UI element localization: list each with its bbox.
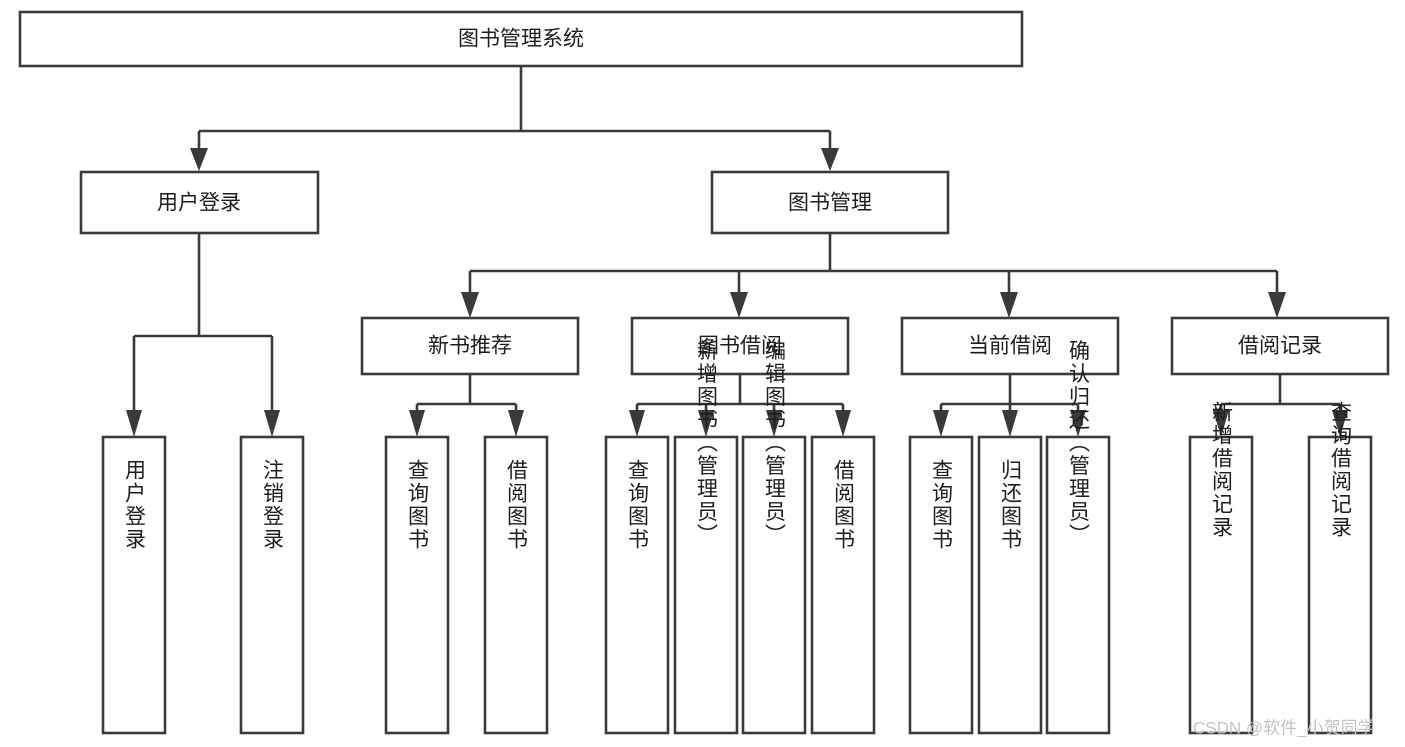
leaf-borrow-book-2-box[interactable] <box>810 435 876 735</box>
arrow-to-book-manage <box>821 148 839 171</box>
leaf-borrow-book-1[interactable]: 借阅图书 <box>483 435 549 735</box>
leaf-user-login-box[interactable] <box>101 435 167 735</box>
new-book-recommend-label: 新书推荐 <box>428 335 512 358</box>
leaf-confirm-return-label: 确认归还（管理员） <box>1067 340 1091 547</box>
leaf-logout[interactable]: 注销登录 <box>239 435 305 735</box>
arrow-to-leaf-query-book-3 <box>933 410 949 437</box>
leaf-query-book-3-box[interactable] <box>908 435 974 735</box>
leaf-confirm-return[interactable]: 确认归还（管理员） <box>1045 340 1111 735</box>
new-book-recommend-box[interactable] <box>360 316 580 376</box>
arrow-to-book-borrow <box>730 292 748 318</box>
arrow-to-leaf-query-book-2 <box>629 410 645 437</box>
root-label: 图书管理系统 <box>458 28 584 51</box>
connector-root-to-level1 <box>190 66 839 171</box>
leaf-query-book-2-label: 查询图书 <box>626 459 650 551</box>
arrow-to-leaf-add-book <box>698 410 714 437</box>
connector-book-borrow-to-leaves <box>629 374 851 437</box>
arrow-to-leaf-return-book <box>1002 410 1018 437</box>
arrow-to-new-book-recommend <box>461 292 479 318</box>
arrow-to-current-borrow <box>1000 292 1018 318</box>
book-borrow-box[interactable] <box>630 316 850 376</box>
leaf-return-book-box[interactable] <box>977 435 1043 735</box>
arrow-to-leaf-logout <box>264 410 280 437</box>
leaf-query-record-box[interactable] <box>1307 435 1373 735</box>
current-borrow-box[interactable] <box>900 316 1120 376</box>
leaf-edit-book-box[interactable] <box>741 435 807 735</box>
leaf-user-login[interactable]: 用户登录 <box>101 435 167 735</box>
arrow-to-leaf-user-login <box>126 410 142 437</box>
arrow-to-leaf-borrow-book-2 <box>835 410 851 437</box>
connector-book-manage-to-level2 <box>461 233 1286 318</box>
arrow-to-user-login <box>190 148 208 171</box>
arrow-to-leaf-add-record <box>1213 410 1229 437</box>
leaf-return-book-label: 归还图书 <box>999 459 1023 551</box>
borrow-record-box[interactable] <box>1170 316 1390 376</box>
node-book-manage[interactable]: 图书管理 <box>710 170 950 235</box>
leaf-query-record-label: 查询借阅记录 <box>1329 401 1353 539</box>
leaf-add-record-box[interactable] <box>1188 435 1254 735</box>
connector-borrow-record-to-leaves <box>1213 374 1348 437</box>
connector-current-borrow-to-leaves <box>933 374 1086 437</box>
book-manage-box[interactable] <box>710 170 950 235</box>
node-borrow-record[interactable]: 借阅记录 <box>1170 316 1390 376</box>
leaf-query-book-1-box[interactable] <box>384 435 450 735</box>
leaf-query-record[interactable]: 查询借阅记录 <box>1307 401 1373 735</box>
leaf-borrow-book-1-label: 借阅图书 <box>505 459 529 551</box>
leaf-borrow-book-2-label: 借阅图书 <box>832 459 856 551</box>
root-box[interactable] <box>18 10 1024 68</box>
connector-user-login-to-leaves <box>126 233 280 437</box>
arrow-to-leaf-query-book-1 <box>409 410 425 437</box>
csdn-watermark: CSDN @软件_小贺同学 <box>1193 718 1375 737</box>
leaf-add-record[interactable]: 新增借阅记录 <box>1188 401 1254 735</box>
arrow-to-leaf-query-record <box>1332 410 1348 437</box>
arrow-to-leaf-borrow-book-1 <box>508 410 524 437</box>
leaf-borrow-book-1-box[interactable] <box>483 435 549 735</box>
node-user-login[interactable]: 用户登录 <box>79 170 320 235</box>
leaf-confirm-return-box[interactable] <box>1045 435 1111 735</box>
arrow-to-leaf-edit-book <box>766 410 782 437</box>
node-new-book-recommend[interactable]: 新书推荐 <box>360 316 580 376</box>
arrow-to-leaf-confirm-return <box>1070 410 1086 437</box>
leaf-edit-book-label: 编辑图书（管理员） <box>763 340 787 547</box>
leaf-add-book[interactable]: 新增图书（管理员） <box>673 340 739 735</box>
borrow-record-label: 借阅记录 <box>1238 335 1322 358</box>
user-login-label: 用户登录 <box>157 192 241 215</box>
leaf-user-login-label: 用户登录 <box>123 459 147 551</box>
current-borrow-label: 当前借阅 <box>968 335 1052 358</box>
leaf-edit-book[interactable]: 编辑图书（管理员） <box>741 340 807 735</box>
arrow-to-borrow-record <box>1268 292 1286 318</box>
leaf-add-record-label: 新增借阅记录 <box>1210 401 1234 539</box>
leaf-logout-box[interactable] <box>239 435 305 735</box>
leaf-logout-label: 注销登录 <box>261 459 285 551</box>
leaf-query-book-2[interactable]: 查询图书 <box>604 435 670 735</box>
leaf-query-book-2-box[interactable] <box>604 435 670 735</box>
book-manage-label: 图书管理 <box>788 192 872 215</box>
leaf-query-book-1-label: 查询图书 <box>406 459 430 551</box>
leaf-borrow-book-2[interactable]: 借阅图书 <box>810 435 876 735</box>
book-borrow-label: 图书借阅 <box>698 335 782 358</box>
leaf-add-book-label: 新增图书（管理员） <box>695 340 719 547</box>
leaf-return-book[interactable]: 归还图书 <box>977 435 1043 735</box>
leaf-query-book-3[interactable]: 查询图书 <box>908 435 974 735</box>
node-book-borrow[interactable]: 图书借阅 <box>630 316 850 376</box>
node-current-borrow[interactable]: 当前借阅 <box>900 316 1120 376</box>
connector-new-book-recommend-to-leaves <box>409 374 524 437</box>
node-root[interactable]: 图书管理系统 <box>18 10 1024 68</box>
leaf-query-book-1[interactable]: 查询图书 <box>384 435 450 735</box>
leaf-query-book-3-label: 查询图书 <box>930 459 954 551</box>
leaf-add-book-box[interactable] <box>673 435 739 735</box>
